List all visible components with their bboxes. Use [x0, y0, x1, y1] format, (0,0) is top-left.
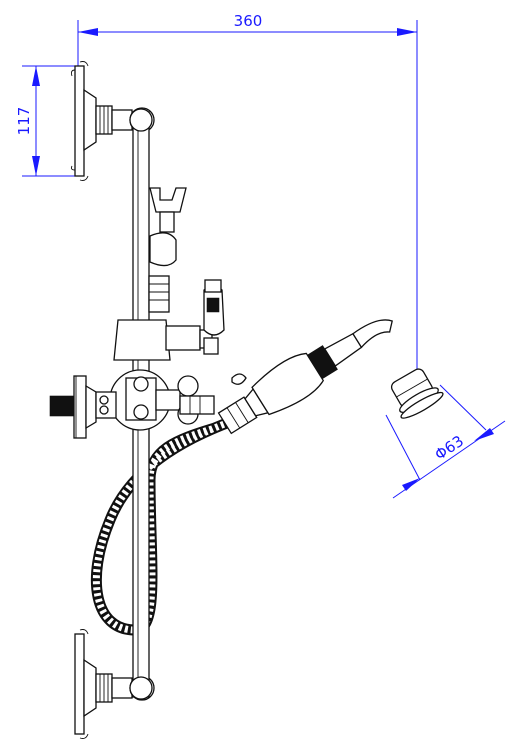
- dimension-height: 117: [15, 65, 78, 177]
- hand-shower: [217, 319, 444, 435]
- shower-hose: [90, 414, 237, 636]
- mixer-valve: [109, 279, 247, 431]
- arrow-right-icon: [397, 28, 417, 36]
- arrow-diameter-right-icon: [474, 428, 494, 441]
- arrow-down-icon: [32, 156, 40, 176]
- arrow-left-icon: [78, 28, 98, 36]
- wall-inlet: [49, 375, 117, 439]
- arrow-up-icon: [32, 66, 40, 86]
- shower-head: [390, 368, 444, 419]
- arrow-diameter-left-icon: [402, 478, 420, 491]
- dimension-width: 360: [77, 12, 418, 400]
- handset-holder: [148, 187, 187, 313]
- height-dimension-label: 117: [15, 107, 33, 136]
- width-dimension-label: 360: [234, 12, 263, 30]
